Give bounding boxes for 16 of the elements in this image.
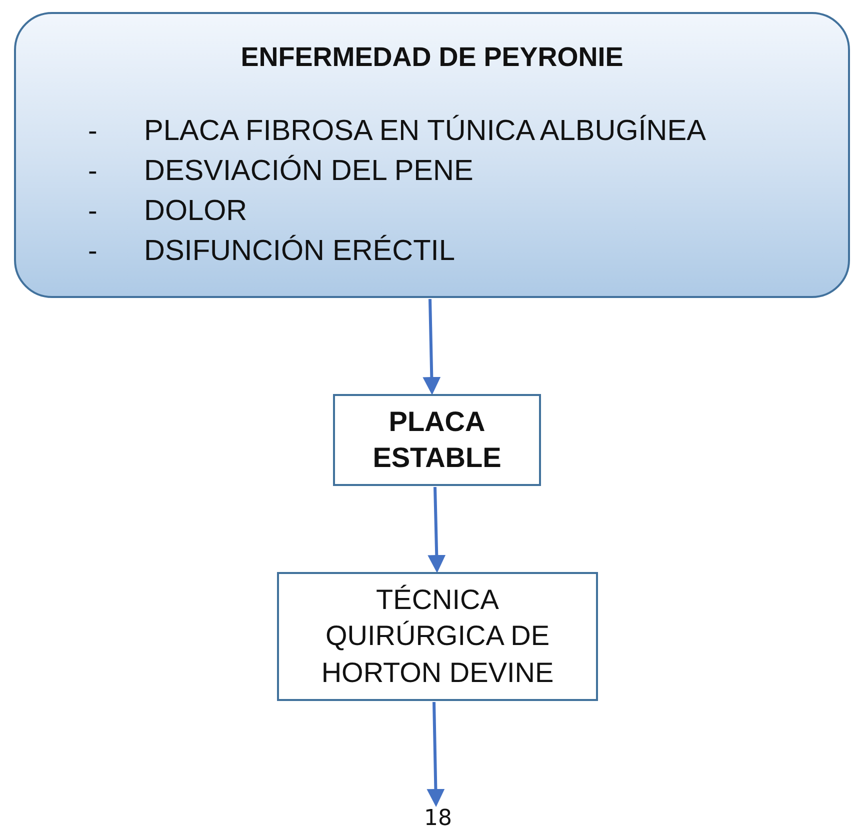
list-item: DSIFUNCIÓN ERÉCTIL bbox=[144, 235, 455, 268]
arrow bbox=[428, 486, 446, 573]
box-heading: ENFERMEDAD DE PEYRONIE bbox=[240, 42, 624, 73]
rounded-box bbox=[14, 12, 850, 298]
list-marker: - bbox=[88, 195, 98, 227]
arrow bbox=[426, 702, 445, 807]
process-box: PLACA ESTABLE bbox=[333, 394, 541, 486]
list-item: PLACA FIBROSA EN TÚNICA ALBUGÍNEA bbox=[144, 115, 706, 148]
page-number: 18 bbox=[420, 806, 456, 832]
list-marker: - bbox=[88, 235, 98, 267]
list-marker: - bbox=[88, 155, 98, 187]
arrow bbox=[422, 298, 441, 395]
process-box: TÉCNICA QUIRÚRGICA DE HORTON DEVINE bbox=[277, 572, 598, 701]
list-item: DESVIACIÓN DEL PENE bbox=[144, 155, 474, 188]
list-marker: - bbox=[88, 115, 98, 147]
list-item: DOLOR bbox=[144, 195, 248, 228]
